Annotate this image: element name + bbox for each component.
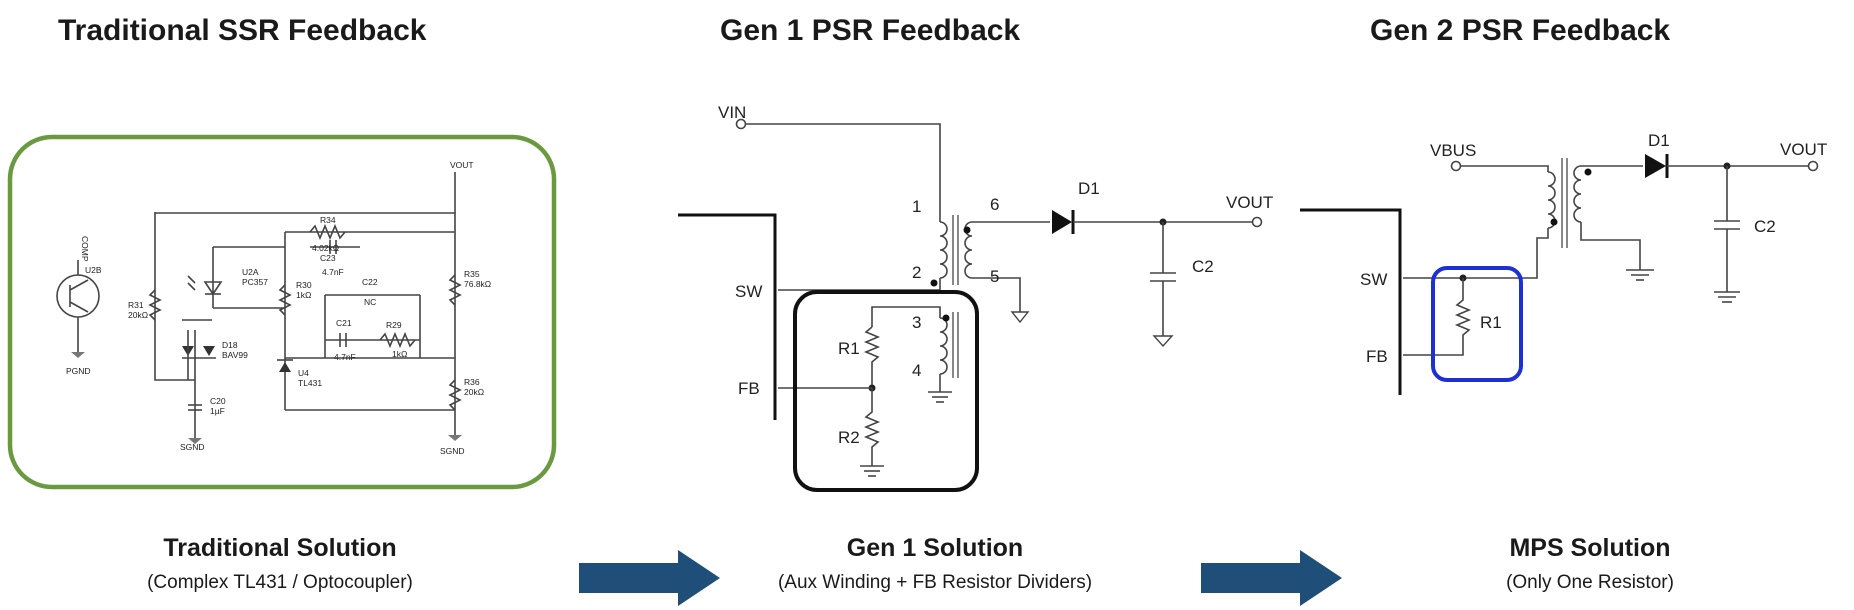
ssr-d18-label: D18 (222, 340, 238, 350)
ssr-r36-value: 20kΩ (464, 387, 484, 397)
gen2-c2-label: C2 (1754, 217, 1776, 236)
panel-1-solution: Traditional Solution (163, 534, 397, 562)
gen1-schematic: VIN SW FB VOUT D1 C2 R1 R2 1 2 3 4 5 6 (678, 103, 1273, 492)
gen2-d1-label: D1 (1648, 131, 1670, 150)
ssr-r36-label: R36 (464, 377, 480, 387)
ssr-r30-label: R30 (296, 280, 312, 290)
gen1-vout-label: VOUT (1226, 193, 1273, 212)
ssr-r35-value: 76.8kΩ (464, 279, 491, 289)
ssr-c21-label: C21 (336, 318, 352, 328)
gen1-highlight-box (793, 290, 979, 492)
ssr-c23-label: C23 (320, 253, 336, 263)
ssr-u4-label: U4 (298, 368, 309, 378)
ssr-c20-value: 1µF (210, 406, 225, 416)
ssr-c22-value: NC (364, 297, 376, 307)
gen2-sw-label: SW (1360, 270, 1387, 289)
panel-1-title: Traditional SSR Feedback (58, 14, 427, 47)
gen1-pin5-label: 5 (990, 267, 999, 286)
gen2-vout-label: VOUT (1780, 140, 1827, 159)
ssr-sgnd2-label: SGND (440, 446, 465, 456)
gen2-schematic: VBUS SW FB VOUT D1 C2 R1 (1300, 131, 1827, 395)
gen1-r2-label: R2 (838, 428, 860, 447)
ssr-r34-label: R34 (320, 215, 336, 225)
ssr-r30-value: 1kΩ (296, 290, 311, 300)
gen1-r1-label: R1 (838, 339, 860, 358)
gen1-pin6-label: 6 (990, 195, 999, 214)
gen1-pin1-label: 1 (912, 197, 921, 216)
gen2-r1-label: R1 (1480, 313, 1502, 332)
ssr-highlight-box (7, 134, 557, 490)
ssr-c23-value: 4.7nF (322, 267, 344, 277)
panel-2-title: Gen 1 PSR Feedback (720, 14, 1021, 47)
ssr-r31-label: R31 (128, 300, 144, 310)
ssr-r29-value: 1kΩ (392, 349, 407, 359)
gen2-highlight-box (1431, 266, 1523, 382)
panel-3-title: Gen 2 PSR Feedback (1370, 14, 1671, 47)
arrow-2-icon (1201, 550, 1342, 606)
ssr-u2a-value: PC357 (242, 277, 268, 287)
panel-2-solution: Gen 1 Solution (846, 534, 1024, 562)
gen1-d1-label: D1 (1078, 179, 1100, 198)
ssr-u2a-label: U2A (242, 267, 259, 277)
gen1-sw-label: SW (735, 282, 762, 301)
arrow-1-icon (579, 550, 720, 606)
ssr-r29-label: R29 (386, 320, 402, 330)
gen1-pin4-label: 4 (912, 361, 921, 380)
ssr-u2b-label: U2B (85, 265, 102, 275)
gen2-fb-label: FB (1366, 347, 1388, 366)
ssr-pgnd-label: PGND (66, 366, 91, 376)
gen1-fb-label: FB (738, 379, 760, 398)
ssr-c20-label: C20 (210, 396, 226, 406)
ssr-d18-value: BAV99 (222, 350, 248, 360)
panel-2-subtitle: (Aux Winding + FB Resistor Dividers) (777, 572, 1093, 593)
panel-1-subtitle: (Complex TL431 / Optocoupler) (147, 572, 413, 593)
ssr-vout-label: VOUT (450, 160, 474, 170)
ssr-comp-label: COMP (80, 236, 90, 262)
ssr-schematic: VOUT COMP U2B PGND R31 20kΩ D18 BAV99 C2… (7, 134, 557, 490)
panel-3-subtitle: (Only One Resistor) (1506, 572, 1674, 593)
ssr-u4-value: TL431 (298, 378, 322, 388)
ssr-r35-label: R35 (464, 269, 480, 279)
gen2-vbus-label: VBUS (1430, 141, 1476, 160)
panel-3-solution: MPS Solution (1509, 534, 1671, 562)
ssr-c21-value: 4.7nF (334, 352, 356, 362)
ssr-c22-label: C22 (362, 277, 378, 287)
gen1-vin-label: VIN (718, 103, 746, 122)
gen1-c2-label: C2 (1192, 257, 1214, 276)
gen1-pin2-label: 2 (912, 263, 921, 282)
ssr-sgnd1-label: SGND (180, 442, 205, 452)
ssr-r34-value: 4.02kΩ (312, 243, 339, 253)
ssr-r31-value: 20kΩ (128, 310, 148, 320)
gen1-pin3-label: 3 (912, 313, 921, 332)
